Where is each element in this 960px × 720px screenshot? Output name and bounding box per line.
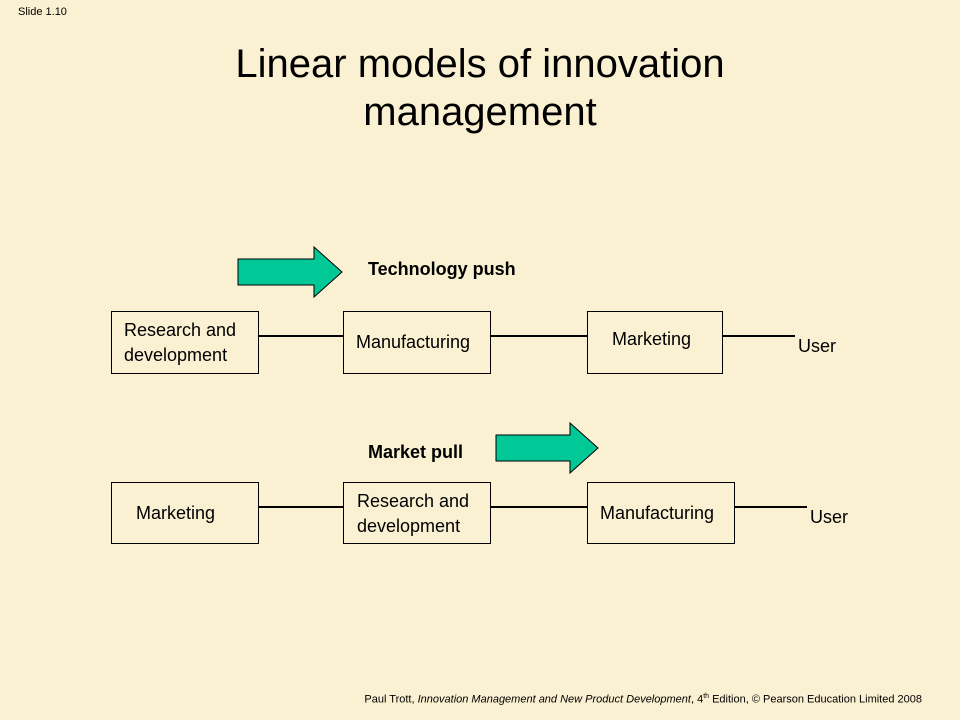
slide-number: Slide 1.10 [18,6,67,18]
footer-book-title: Innovation Management and New Product De… [417,693,691,706]
connector-line [491,506,588,508]
box-label: development [357,516,461,536]
connector-line [723,335,795,337]
tech-push-box-manufacturing: Manufacturing [343,311,491,374]
tech-push-box-research: Research and development [111,311,259,374]
connector-line [259,335,344,337]
market-pull-user-label: User [810,507,849,527]
technology-push-label: Technology push [368,259,516,279]
box-label: Manufacturing [600,503,715,523]
box-label: Marketing [136,503,216,523]
connector-line [491,335,588,337]
footer-author: Paul Trott, [364,693,418,706]
market-pull-box-manufacturing: Manufacturing [587,482,735,544]
connector-line [735,506,807,508]
market-pull-box-marketing: Marketing [111,482,259,544]
connector-line [259,506,344,508]
tech-push-box-marketing: Marketing [587,311,723,374]
footer-edition: , 4 [690,693,704,706]
box-label: Research and [124,320,237,340]
footer-citation: Paul Trott, Innovation Management and Ne… [0,693,922,706]
title-line-2: management [363,90,597,134]
market-pull-label: Market pull [368,442,464,462]
box-label: development [124,345,228,365]
right-arrow-icon [237,245,343,299]
title-line-1: Linear models of innovation [235,42,725,86]
market-pull-box-research: Research and development [343,482,491,544]
box-label: Research and [357,491,470,511]
box-label: Marketing [612,329,692,349]
tech-push-user-label: User [798,336,837,356]
footer-edition-sup: th [703,693,710,700]
slide-title: Linear models of innovation management [0,40,960,136]
box-label: Manufacturing [356,332,471,352]
right-arrow-icon [495,421,599,475]
footer-copyright: Edition, © Pearson Education Limited 200… [709,693,922,706]
